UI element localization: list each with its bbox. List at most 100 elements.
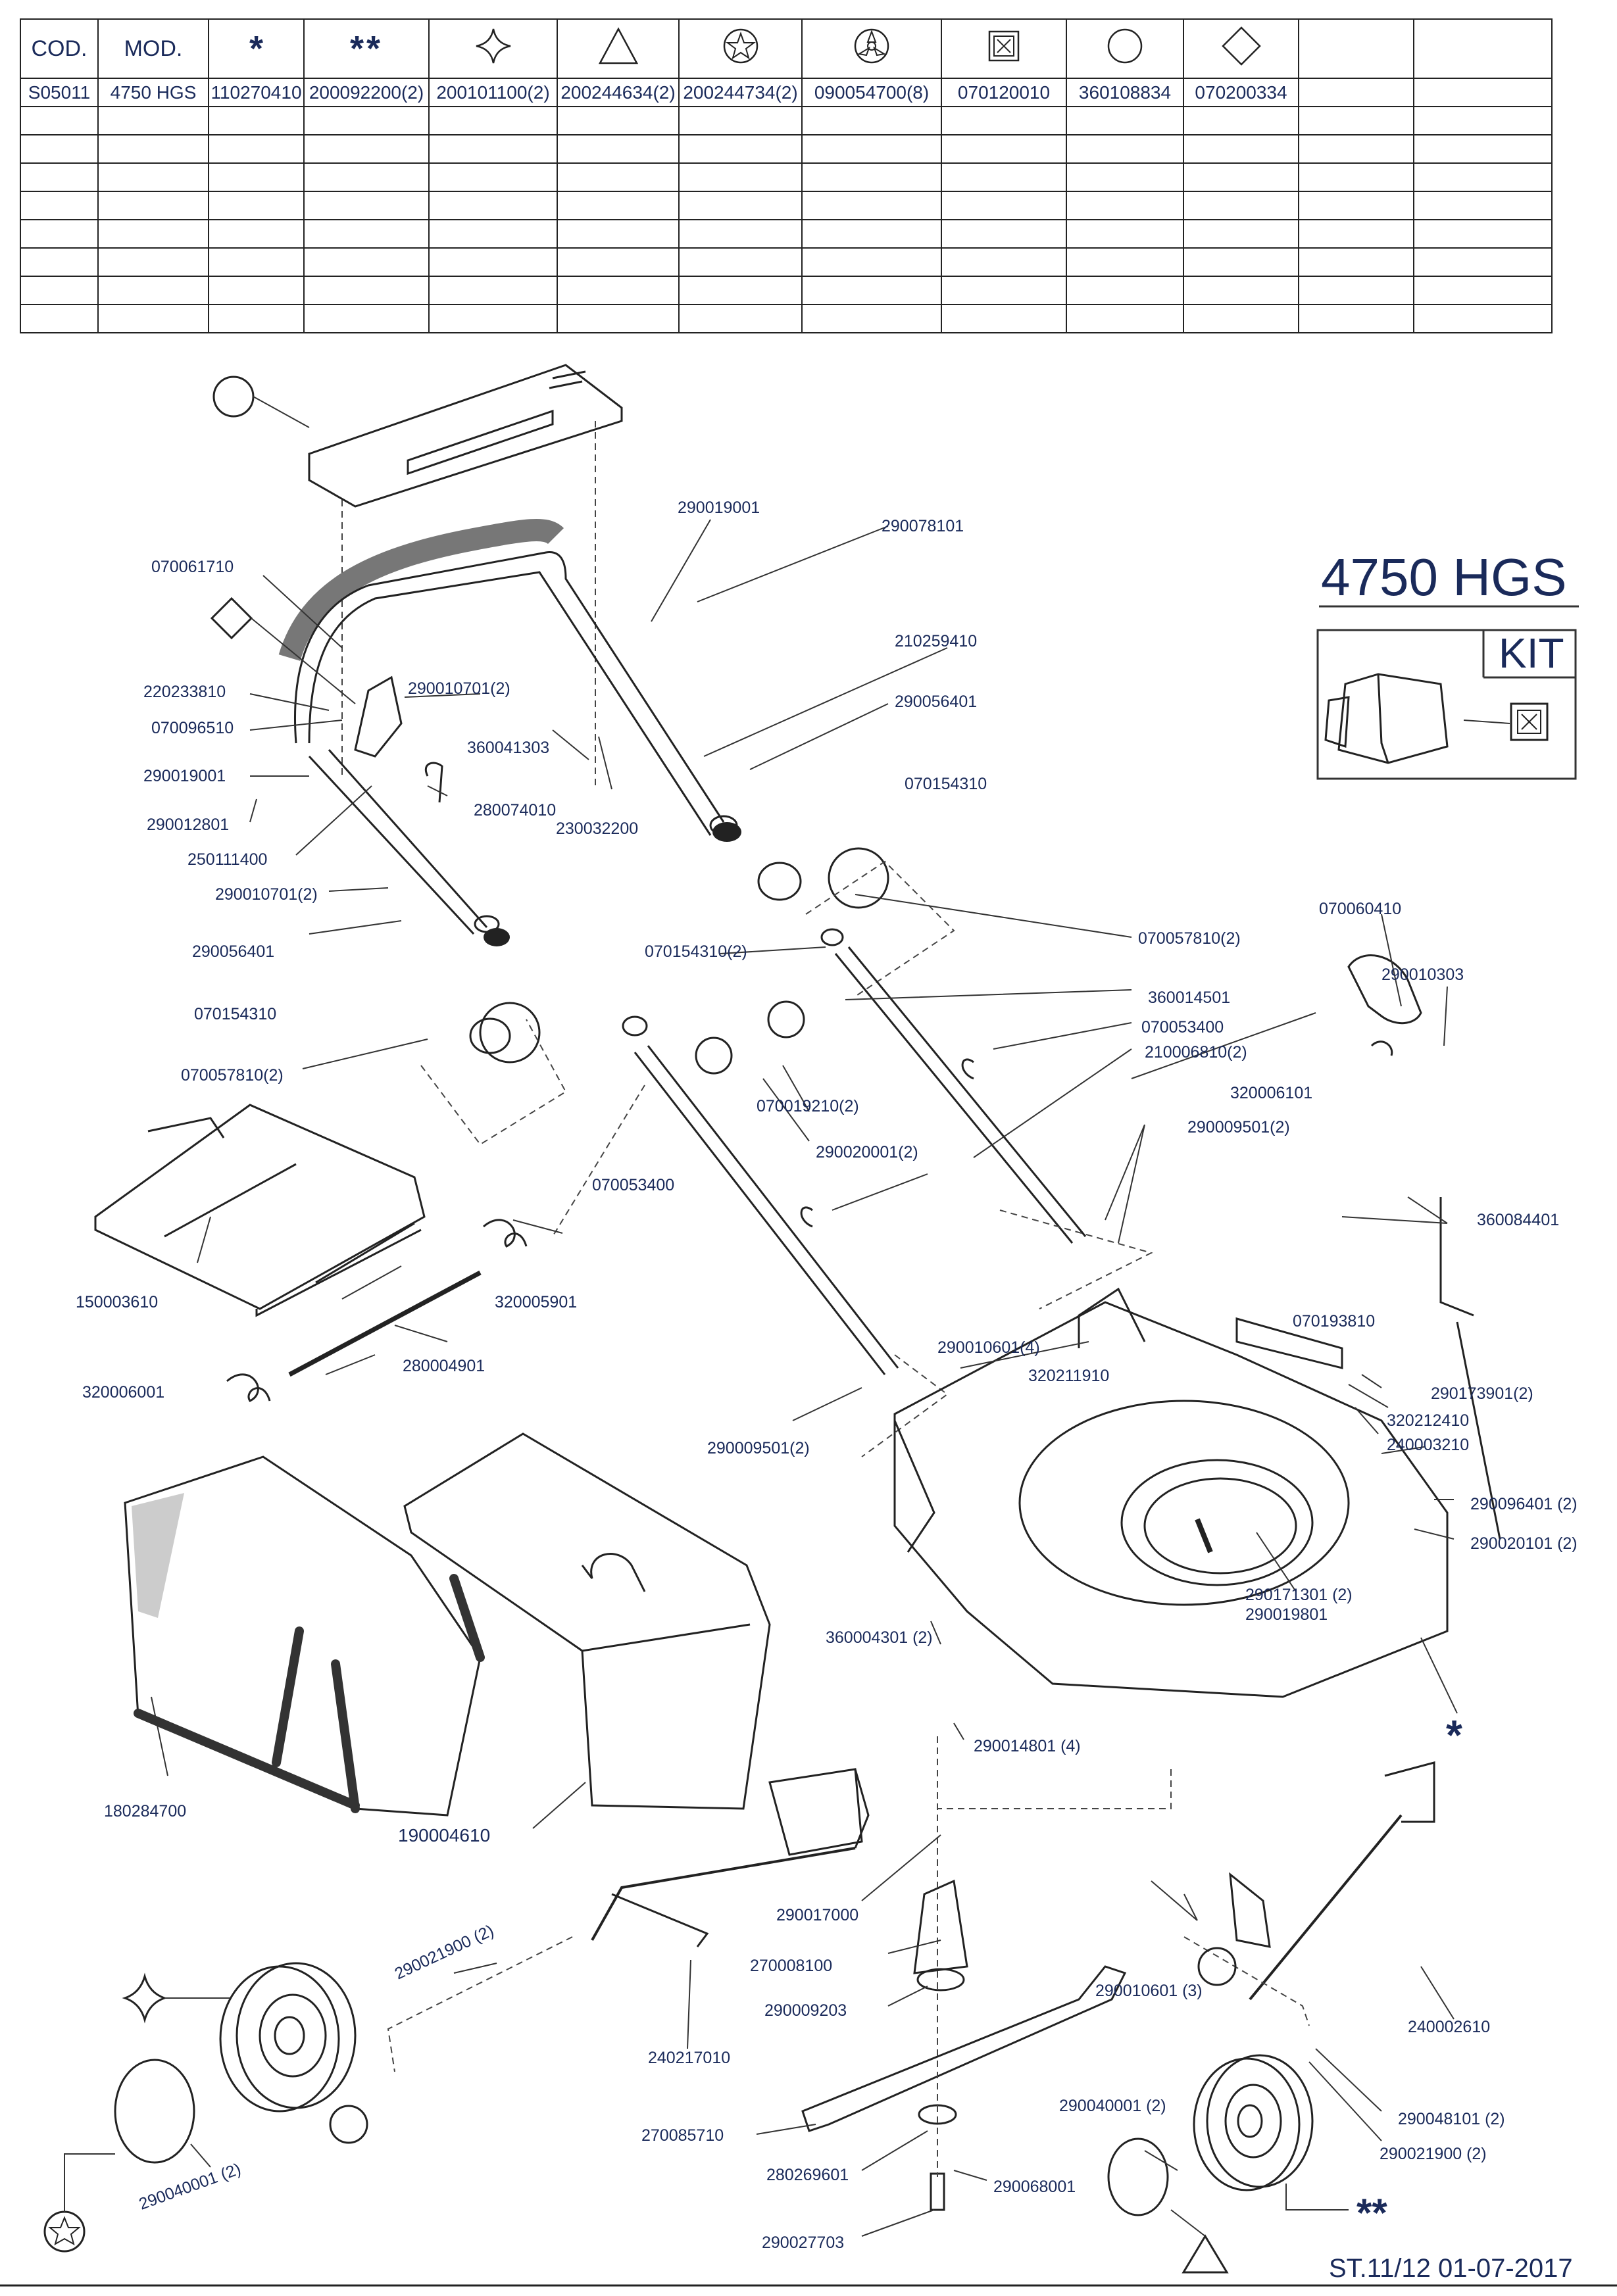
table-row <box>20 106 1553 135</box>
kit-box-icon <box>1510 702 1549 741</box>
asterisk-icon: * <box>249 29 263 68</box>
part-label: 320211910 <box>1028 1367 1109 1385</box>
table-cell <box>557 191 680 220</box>
diamond-icon <box>1221 26 1261 66</box>
part-label: 180284700 <box>104 1802 186 1820</box>
top-cover-part <box>308 364 623 508</box>
part-label: 150003610 <box>76 1293 158 1311</box>
table-cell <box>303 162 430 192</box>
part-label: 070154310 <box>194 1005 276 1023</box>
table-cell <box>941 247 1067 277</box>
kit-box-icon <box>988 30 1020 61</box>
table-cell <box>20 219 99 249</box>
part-label: 290009501(2) <box>1187 1118 1290 1136</box>
table-cell <box>1413 247 1553 277</box>
table-cell <box>1413 162 1553 192</box>
table-cell <box>1413 78 1553 107</box>
table-cell <box>428 219 558 249</box>
table-cell <box>1183 162 1299 192</box>
table-cell <box>97 304 209 333</box>
part-label: 290019801 <box>1245 1605 1328 1624</box>
table-cell <box>303 304 430 333</box>
table-cell <box>678 219 803 249</box>
part-label: 360041303 <box>467 739 549 757</box>
table-cell <box>678 134 803 164</box>
table-cell <box>801 162 942 192</box>
blade-part <box>801 1879 1127 2211</box>
star-circle-icon <box>43 2211 86 2253</box>
table-cell <box>1066 276 1184 305</box>
part-label: 070061710 <box>151 558 234 576</box>
table-cell <box>678 304 803 333</box>
circle-icon <box>212 376 255 418</box>
table-cell <box>1413 106 1553 135</box>
table-cell <box>1298 162 1414 192</box>
part-label: 270008100 <box>750 1957 832 1975</box>
table-cell: 200244734(2) <box>678 78 803 107</box>
table-cell: S05011 <box>20 78 99 107</box>
table-cell <box>557 247 680 277</box>
table-header-row: COD. MOD. * ** <box>20 18 1553 79</box>
table-cell <box>557 134 680 164</box>
table-cell <box>1298 106 1414 135</box>
model-title: 4750 HGS <box>1321 548 1567 606</box>
part-label: 290027703 <box>762 2234 844 2252</box>
hubcap-right <box>1107 2137 1169 2216</box>
part-label: 190004610 <box>398 1825 490 1845</box>
table-cell <box>1298 247 1414 277</box>
table-cell <box>303 276 430 305</box>
diamond-icon <box>210 597 253 640</box>
table-cell <box>1066 219 1184 249</box>
table-cell <box>428 247 558 277</box>
part-label: 320006001 <box>82 1383 164 1402</box>
part-label: 280004901 <box>403 1357 485 1375</box>
circle-icon <box>1107 28 1143 63</box>
part-label: 280074010 <box>474 801 556 819</box>
table-cell <box>97 106 209 135</box>
table-cell <box>557 276 680 305</box>
header-blank-2 <box>1413 18 1553 79</box>
part-label: 290173901(2) <box>1431 1384 1533 1403</box>
part-labels: 290019001 290078101 070061710 210259410 … <box>76 499 1578 2252</box>
hubcap-left <box>114 2059 195 2164</box>
part-label: 240002610 <box>1408 2018 1490 2036</box>
table-cell: 070120010 <box>941 78 1067 107</box>
double-asterisk-marker: ** <box>1356 2191 1387 2235</box>
table-cell <box>97 134 209 164</box>
part-label: 290019001 <box>678 499 760 517</box>
table-cell <box>208 191 305 220</box>
table-cell <box>1413 219 1553 249</box>
table-cell <box>941 219 1067 249</box>
four-point-star-icon <box>122 1972 168 2024</box>
four-point-star-icon <box>476 28 510 63</box>
table-cell <box>678 162 803 192</box>
double-asterisk-icon: ** <box>349 29 384 68</box>
part-label: 070057810(2) <box>181 1066 284 1085</box>
table-cell: 110270410 <box>208 78 305 107</box>
table-cell <box>1183 276 1299 305</box>
part-label: 290048101 (2) <box>1398 2110 1505 2128</box>
table-row <box>20 134 1553 164</box>
part-label: 290010701(2) <box>408 679 510 698</box>
table-cell <box>557 219 680 249</box>
part-label: 290021900 (2) <box>1380 2145 1487 2163</box>
part-label: 280269601 <box>766 2166 849 2184</box>
part-label: 290056401 <box>192 942 274 961</box>
part-label: 290012801 <box>147 816 229 834</box>
part-label: 360084401 <box>1477 1211 1559 1229</box>
part-label: 320212410 <box>1387 1411 1469 1430</box>
part-label: 070053400 <box>1141 1018 1224 1037</box>
table-cell <box>941 106 1067 135</box>
table-cell <box>20 162 99 192</box>
header-mod: MOD. <box>97 18 209 79</box>
header-star-circle <box>678 18 803 79</box>
header-triangle <box>557 18 680 79</box>
table-cell <box>801 219 942 249</box>
part-label: 070193810 <box>1293 1312 1375 1331</box>
table-cell <box>941 191 1067 220</box>
table-cell: 200101100(2) <box>428 78 558 107</box>
table-cell <box>801 106 942 135</box>
lower-handle-part <box>622 928 1087 1375</box>
table-cell <box>1413 191 1553 220</box>
